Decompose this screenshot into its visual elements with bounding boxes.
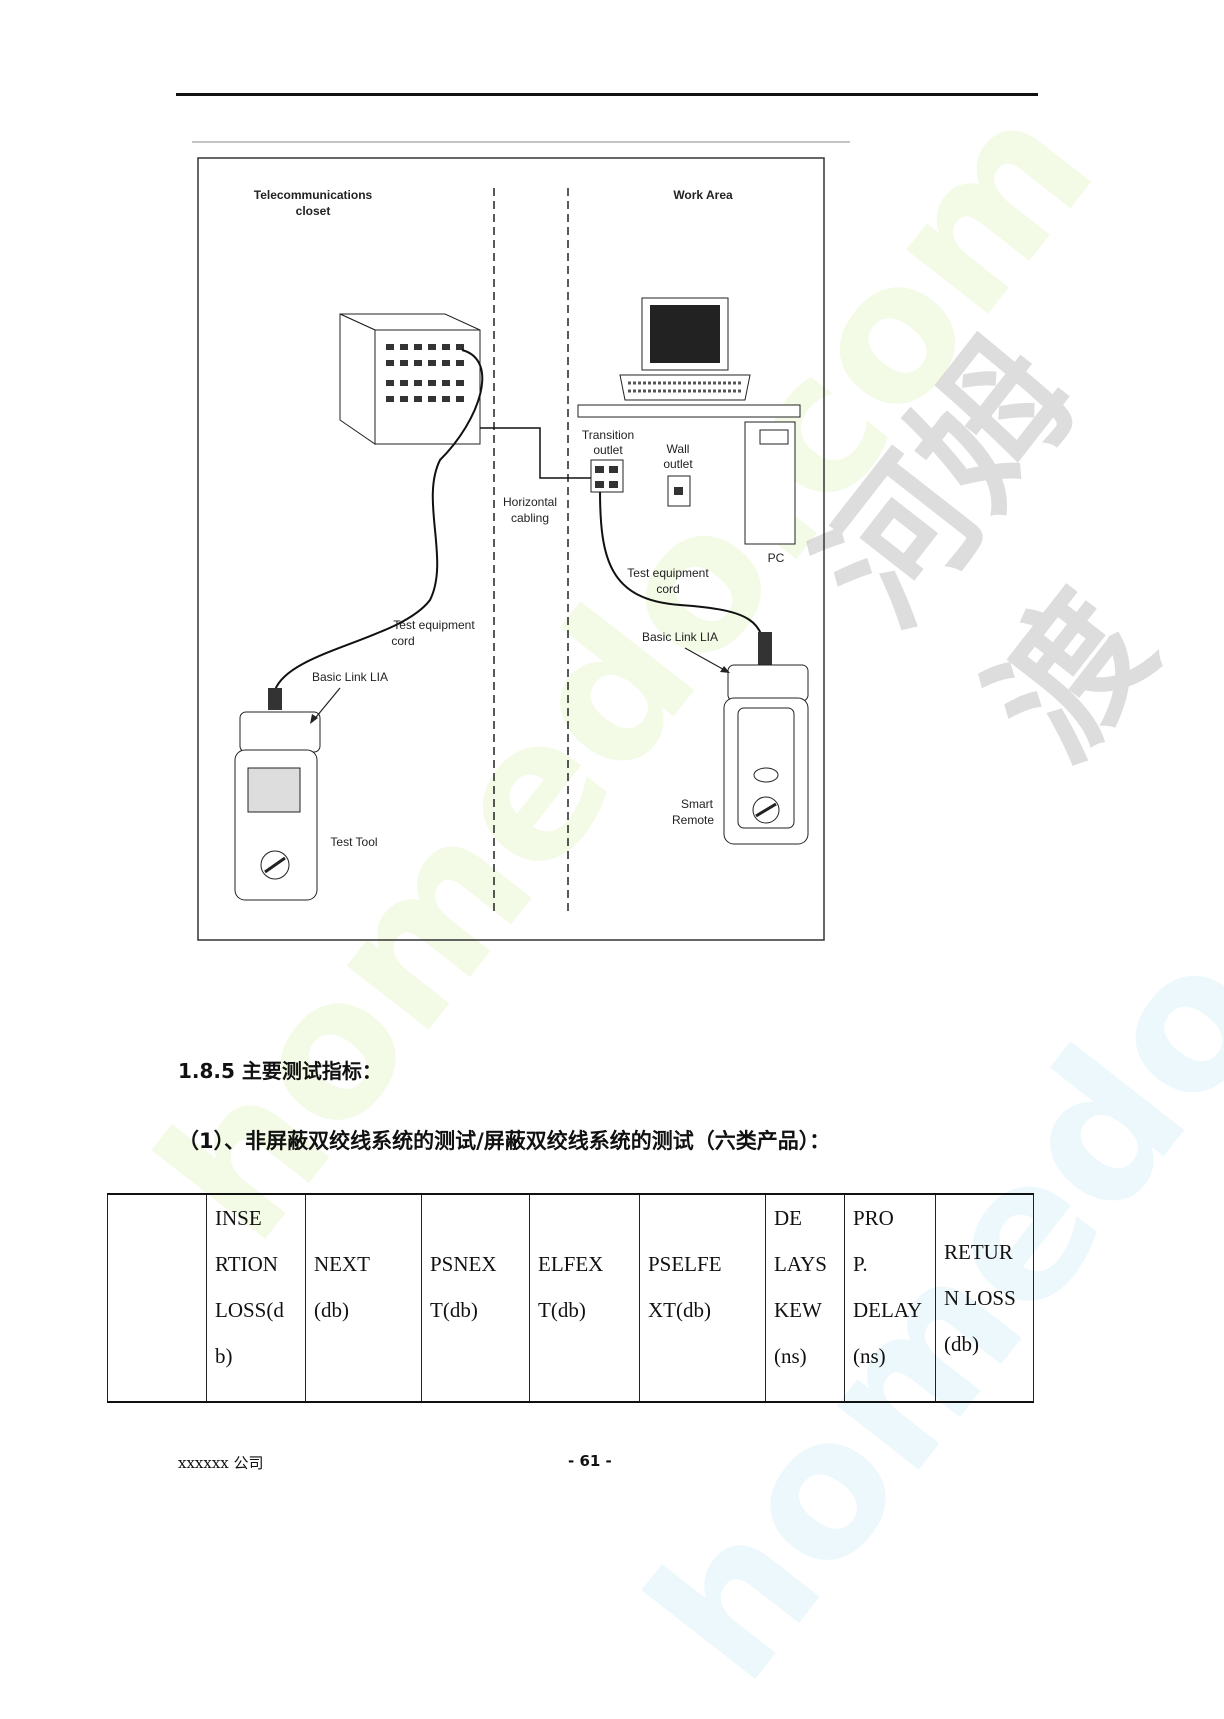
header-rule [176,93,1038,96]
label-transition-outlet-2: outlet [593,443,623,457]
cabling-test-diagram: Telecommunications closet Work Area Tran… [192,141,850,941]
label-work-area: Work Area [673,188,733,202]
test-tool-device [234,688,321,901]
table-cell: INSE RTION LOSS(d b) [206,1193,306,1403]
label-test-cord-right: Test equipment [627,566,709,580]
page-number: - 61 - [568,1452,612,1470]
footer-company: xxxxxx 公司 [178,1454,264,1472]
table-cell [107,1193,207,1403]
label-test-cord-left-2: cord [391,634,414,648]
label-basic-link-right: Basic Link LIA [642,630,718,644]
table-cell: PRO P. DELAY (ns) [844,1193,936,1403]
label-closet: Telecommunications [254,188,373,202]
label-test-tool: Test Tool [330,835,377,849]
label-horizontal-cabling-2: cabling [511,511,549,525]
label-basic-link-left: Basic Link LIA [312,670,388,684]
smart-remote-device [723,632,809,845]
label-wall-outlet-2: outlet [663,457,693,471]
section-heading: 1.8.5 主要测试指标： [178,1059,382,1083]
table-header-row: INSE RTION LOSS(d b) NEXT (db) PSNEX T(d… [107,1193,1034,1403]
label-wall-outlet: Wall [667,442,690,456]
label-test-cord-right-2: cord [656,582,679,596]
table-cell: NEXT (db) [305,1193,422,1403]
table-cell: DE LAYS KEW (ns) [765,1193,845,1403]
subheading: （1）、非屏蔽双绞线系统的测试/屏蔽双绞线系统的测试（六类产品）： [178,1129,831,1153]
label-test-cord-left: Test equipment [393,618,475,632]
label-closet-2: closet [296,204,331,218]
computer [577,297,801,545]
patch-rack [339,313,481,445]
label-smart-remote-2: Remote [672,813,714,827]
table-cell: ELFEX T(db) [529,1193,640,1403]
label-horizontal-cabling: Horizontal [503,495,557,509]
table-cell: PSELFE XT(db) [639,1193,766,1403]
label-smart-remote: Smart [681,797,714,811]
test-parameters-table: INSE RTION LOSS(d b) NEXT (db) PSNEX T(d… [107,1193,1034,1403]
label-transition-outlet: Transition [582,428,634,442]
table-cell: PSNEX T(db) [421,1193,530,1403]
table-cell: RETUR N LOSS (db) [935,1193,1034,1403]
label-pc: PC [768,551,785,565]
